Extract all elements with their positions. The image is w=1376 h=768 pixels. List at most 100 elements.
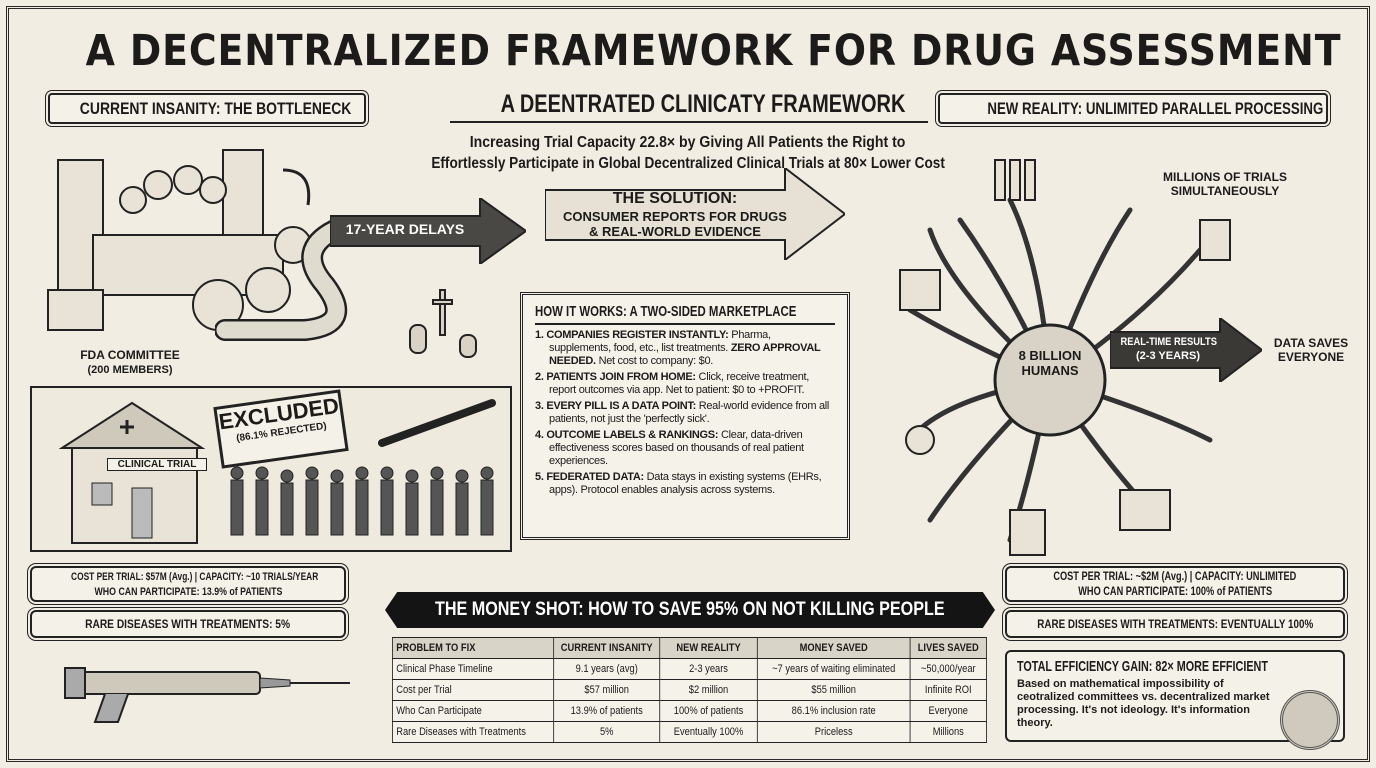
item-heading: OUTCOME LABELS & RANKINGS:: [546, 429, 719, 441]
subtitle-line-1: Increasing Trial Capacity 22.8× by Givin…: [470, 134, 906, 151]
table-cell: $2 million: [659, 679, 758, 701]
table-cell: Who Can Participate: [391, 700, 555, 722]
current-rare-diseases-box: RARE DISEASES WITH TREATMENTS: 5%: [30, 610, 346, 638]
money-shot-label: THE MONEY SHOT: HOW TO SAVE 95% ON NOT K…: [435, 599, 945, 620]
solution-line-1: CONSUMER REPORTS FOR DRUGS: [563, 209, 787, 224]
subtitle-line-2: Effortlessly Participate in Global Decen…: [431, 155, 945, 172]
table-cell: Priceless: [756, 721, 911, 743]
table-cell: Infinite ROI: [909, 679, 987, 701]
item-number: 4.: [535, 429, 544, 441]
current-insanity-header: CURRENT INSANITY: THE BOTTLENECK: [79, 99, 352, 118]
column-header: CURRENT INSANITY: [553, 637, 661, 659]
table-cell: ~7 years of waiting eliminated: [756, 658, 911, 680]
page-title-container: A DECENTRALIZED FRAMEWORK FOR DRUG ASSES…: [0, 26, 1376, 76]
efficiency-title: TOTAL EFFICIENCY GAIN: 82× MORE EFFICIEN…: [1017, 658, 1268, 675]
item-body: Real-world evidence from all patients, n…: [549, 400, 830, 425]
comparison-table: PROBLEM TO FIX CURRENT INSANITY NEW REAL…: [391, 637, 987, 743]
new-cost-stats: COST PER TRIAL: ~$2M (Avg.) | CAPACITY: …: [1005, 566, 1345, 602]
how-item-4: 4. OUTCOME LABELS & RANKINGS: Clear, dat…: [535, 429, 835, 468]
fda-committee-label: FDA COMMITTEE: [80, 348, 180, 362]
table-cell: 9.1 years (avg): [553, 658, 661, 680]
table-row: Cost per Trial$57 million$2 million$55 m…: [391, 679, 987, 701]
global-network-illustration: [899, 159, 1231, 556]
delays-arrow: 17-YEAR DELAYS: [329, 196, 528, 266]
pipe-and-graves-illustration: [215, 219, 477, 358]
solution-heading: THE SOLUTION:: [612, 190, 738, 207]
current-cost-stats: COST PER TRIAL: $57M (Avg.) | CAPACITY: …: [30, 566, 346, 602]
item-emphasis: ZERO APPROVAL NEEDED.: [549, 342, 821, 367]
how-item-3: 3. EVERY PILL IS A DATA POINT: Real-worl…: [535, 400, 835, 426]
item-heading: FEDERATED DATA:: [546, 471, 644, 483]
item-number: 1.: [535, 329, 544, 341]
new-rare-diseases: RARE DISEASES WITH TREATMENTS: EVENTUALL…: [1037, 617, 1314, 631]
page-title: A DECENTRALIZED FRAMEWORK FOR DRUG ASSES…: [85, 26, 1342, 76]
table-cell: Eventually 100%: [659, 721, 758, 743]
table-cell: Everyone: [909, 700, 987, 722]
new-reality-header-box: NEW REALITY: UNLIMITED PARALLEL PROCESSI…: [938, 93, 1328, 124]
syringe-illustration: [64, 667, 350, 723]
item-tail: Net cost to company: $0.: [595, 355, 714, 367]
table-cell: Rare Diseases with Treatments: [391, 721, 555, 743]
solution-arrow: THE SOLUTION: CONSUMER REPORTS FOR DRUGS…: [544, 165, 847, 263]
delays-label: 17-YEAR DELAYS: [345, 221, 465, 237]
how-item-1: 1. COMPANIES REGISTER INSTANTLY: Pharma,…: [535, 329, 835, 368]
table-cell: 13.9% of patients: [553, 700, 661, 722]
ornate-border: [6, 6, 1370, 762]
table-cell: Cost per Trial: [391, 679, 555, 701]
fda-committee-illustration: [47, 149, 312, 331]
item-body: Click, receive treatment, report outcome…: [549, 371, 810, 396]
cost-capacity-line: COST PER TRIAL: ~$2M (Avg.) | CAPACITY: …: [1053, 571, 1297, 583]
framework-heading: A DEENTRATED CLINICATY FRAMEWORK: [500, 90, 906, 118]
table-cell: 2-3 years: [659, 658, 758, 680]
how-item-2: 2. PATIENTS JOIN FROM HOME: Click, recei…: [535, 371, 835, 397]
table-cell: Millions: [909, 721, 987, 743]
results-label: REAL-TIME RESULTS: [1120, 336, 1217, 348]
item-heading: EVERY PILL IS A DATA POINT:: [546, 400, 696, 412]
item-number: 2.: [535, 371, 544, 383]
clinical-trial-panel: CLINICAL TRIAL EXCLUDED (86.1% REJECTED): [30, 386, 512, 552]
table-cell: 5%: [553, 721, 661, 743]
table-cell: 100% of patients: [659, 700, 758, 722]
item-number: 5.: [535, 471, 544, 483]
item-body: Data stays in existing systems (EHRs, ap…: [549, 471, 822, 496]
seal-icon: [1280, 690, 1340, 750]
results-arrow: REAL-TIME RESULTS (2-3 YEARS): [1109, 315, 1264, 385]
arrow-icon: [544, 165, 847, 263]
comparison-table-wrapper: PROBLEM TO FIX CURRENT INSANITY NEW REAL…: [391, 637, 987, 743]
data-saves-label: DATA SAVES EVERYONE: [1273, 336, 1349, 364]
framework-heading-box: A DEENTRATED CLINICATY FRAMEWORK: [450, 90, 928, 123]
new-rare-diseases-box: RARE DISEASES WITH TREATMENTS: EVENTUALL…: [1005, 610, 1345, 638]
how-it-works-panel: HOW IT WORKS: A TWO-SIDED MARKETPLACE 1.…: [520, 292, 850, 540]
participation-line: WHO CAN PARTICIPATE: 100% of PATIENTS: [1078, 586, 1272, 598]
arrow-icon: [329, 196, 528, 266]
column-header: NEW REALITY: [659, 637, 758, 659]
money-shot-banner: THE MONEY SHOT: HOW TO SAVE 95% ON NOT K…: [385, 592, 995, 628]
solution-line-2: & REAL-WORLD EVIDENCE: [589, 224, 761, 239]
new-reality-header: NEW REALITY: UNLIMITED PARALLEL PROCESSI…: [987, 99, 1324, 118]
efficiency-body: Based on mathematical impossibility of c…: [1017, 678, 1270, 729]
item-body: Clear, data-driven effectiveness scores …: [549, 429, 804, 467]
arrow-icon: [1109, 315, 1264, 385]
table-cell: ~50,000/year: [909, 658, 987, 680]
table-cell: $55 million: [756, 679, 911, 701]
item-number: 3.: [535, 400, 544, 412]
how-item-5: 5. FEDERATED DATA: Data stays in existin…: [535, 471, 835, 497]
how-it-works-title: HOW IT WORKS: A TWO-SIDED MARKETPLACE: [535, 303, 797, 320]
clinical-trial-sign: CLINICAL TRIAL: [107, 458, 207, 471]
subtitle: Increasing Trial Capacity 22.8× by Givin…: [338, 132, 1038, 174]
globe-label: 8 BILLION HUMANS: [1018, 348, 1082, 378]
results-sub-label: (2-3 YEARS): [1136, 350, 1200, 362]
table-cell: 86.1% inclusion rate: [756, 700, 911, 722]
column-header: LIVES SAVED: [909, 637, 987, 659]
current-rare-diseases: RARE DISEASES WITH TREATMENTS: 5%: [85, 617, 291, 631]
millions-of-trials-label: MILLIONS OF TRIALS SIMULTANEOUSLY: [1163, 170, 1287, 198]
table-cell: $57 million: [553, 679, 661, 701]
table-cell: Clinical Phase Timeline: [391, 658, 555, 680]
cost-capacity-line: COST PER TRIAL: $57M (Avg.) | CAPACITY: …: [71, 571, 319, 583]
column-header: PROBLEM TO FIX: [391, 637, 555, 659]
item-heading: PATIENTS JOIN FROM HOME:: [546, 371, 696, 383]
column-header: MONEY SAVED: [756, 637, 911, 659]
